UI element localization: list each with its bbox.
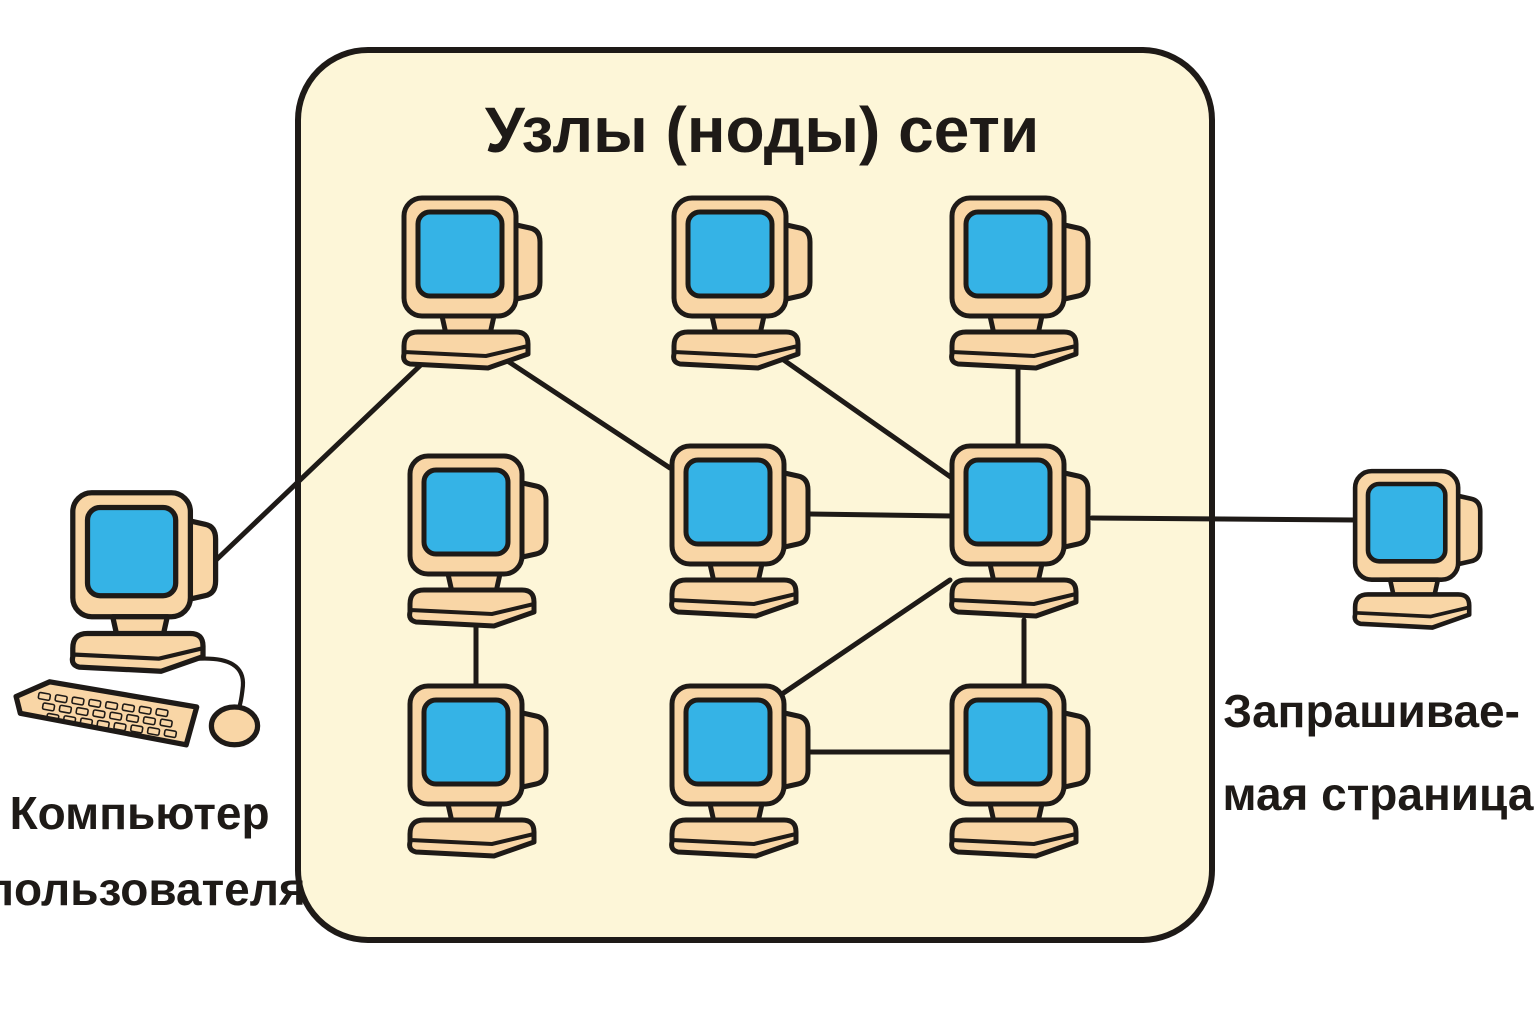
connection-line-n2-n6 [775,353,955,481]
computer-icon-n8 [669,683,811,859]
computer-icon-n9 [949,683,1091,859]
requested-page-label: Запрашивае- мая страница [1223,685,1534,820]
page-label-line-1: Запрашивае- [1223,685,1520,737]
connection-line-user-n1 [211,357,429,565]
nodes-layer [13,195,1483,859]
page-label-line-2: мая страница [1223,768,1534,820]
computer-icon-n2 [671,195,813,371]
diagram-title: Узлы (ноды) сети [485,94,1039,166]
connection-line-n6-n8 [779,577,953,697]
keyboard-icon [13,679,200,748]
mouse-icon [198,656,261,748]
computer-icon-n1 [401,195,543,371]
computer-icon-n5 [669,443,811,619]
user-computer-label: Компьютер пользователя [0,787,306,915]
connection-line-n5-n6 [807,511,955,519]
user-label-line-2: пользователя [0,863,306,915]
computer-icon-n4 [407,453,549,629]
computer-icon-n7 [407,683,549,859]
desktop-with-keyboard-icon-user [13,490,261,748]
computer-icon-n3 [949,195,1091,371]
computer-icon-n6 [949,443,1091,619]
user-label-line-1: Компьютер [10,787,270,839]
connections-layer [211,353,1359,755]
connection-line-n6-page [1089,515,1359,523]
connection-line-n1-n5 [503,357,673,471]
computer-icon-page [1352,468,1483,630]
